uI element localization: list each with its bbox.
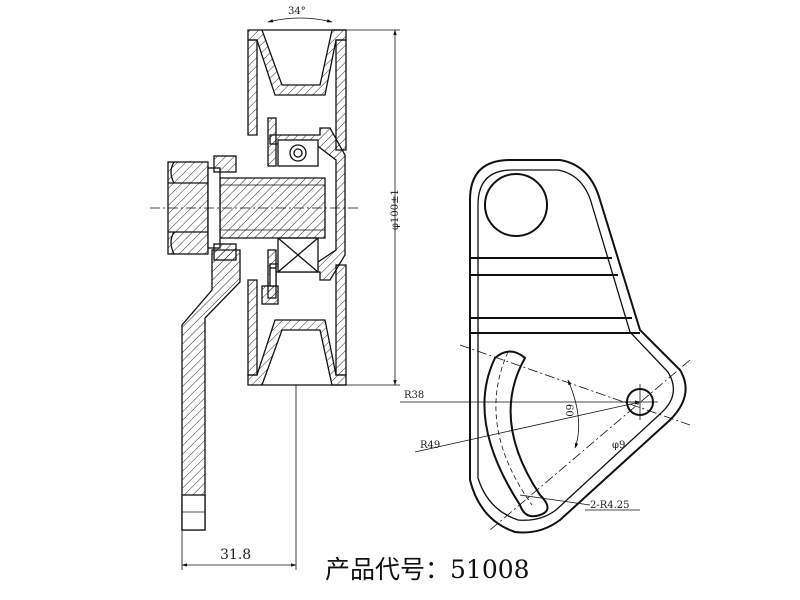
svg-text:产品代号：51008: 产品代号：51008 — [325, 555, 530, 584]
product-code: 产品代号：51008 — [325, 555, 530, 584]
pulley-rim-lower — [247, 264, 347, 386]
diameter-dimension: φ100±1 — [390, 29, 401, 386]
r38-label: R38 — [404, 390, 424, 401]
arc-slot — [483, 350, 549, 518]
angle-60-label: 60 — [563, 404, 574, 417]
product-code-number: 51008 — [450, 555, 530, 584]
groove-angle-dimension: 34° — [267, 6, 333, 23]
bracket-arm — [181, 249, 241, 531]
hole-dia-label: φ9 — [612, 440, 625, 451]
r49-label: R49 — [420, 440, 440, 451]
mount-hole — [484, 173, 548, 237]
diameter-label: φ100±1 — [390, 189, 401, 230]
slot-radius-label: 2-R4.25 — [590, 500, 630, 511]
bearing-upper — [277, 139, 319, 167]
washer-lower — [261, 267, 279, 305]
groove-angle-label: 34° — [288, 6, 306, 17]
bracket-plan-view: R38 R49 60 φ9 2-R4.25 — [400, 159, 691, 534]
pulley-rim-upper — [247, 29, 347, 151]
bracket-outline — [469, 159, 687, 534]
pulley-section-view: 34° φ100±1 31.8 — [150, 6, 401, 570]
width-dimension: 31.8 — [181, 385, 297, 570]
width-label: 31.8 — [220, 547, 251, 563]
product-code-label: 产品代号： — [325, 555, 450, 584]
bearing-lower — [277, 237, 319, 273]
